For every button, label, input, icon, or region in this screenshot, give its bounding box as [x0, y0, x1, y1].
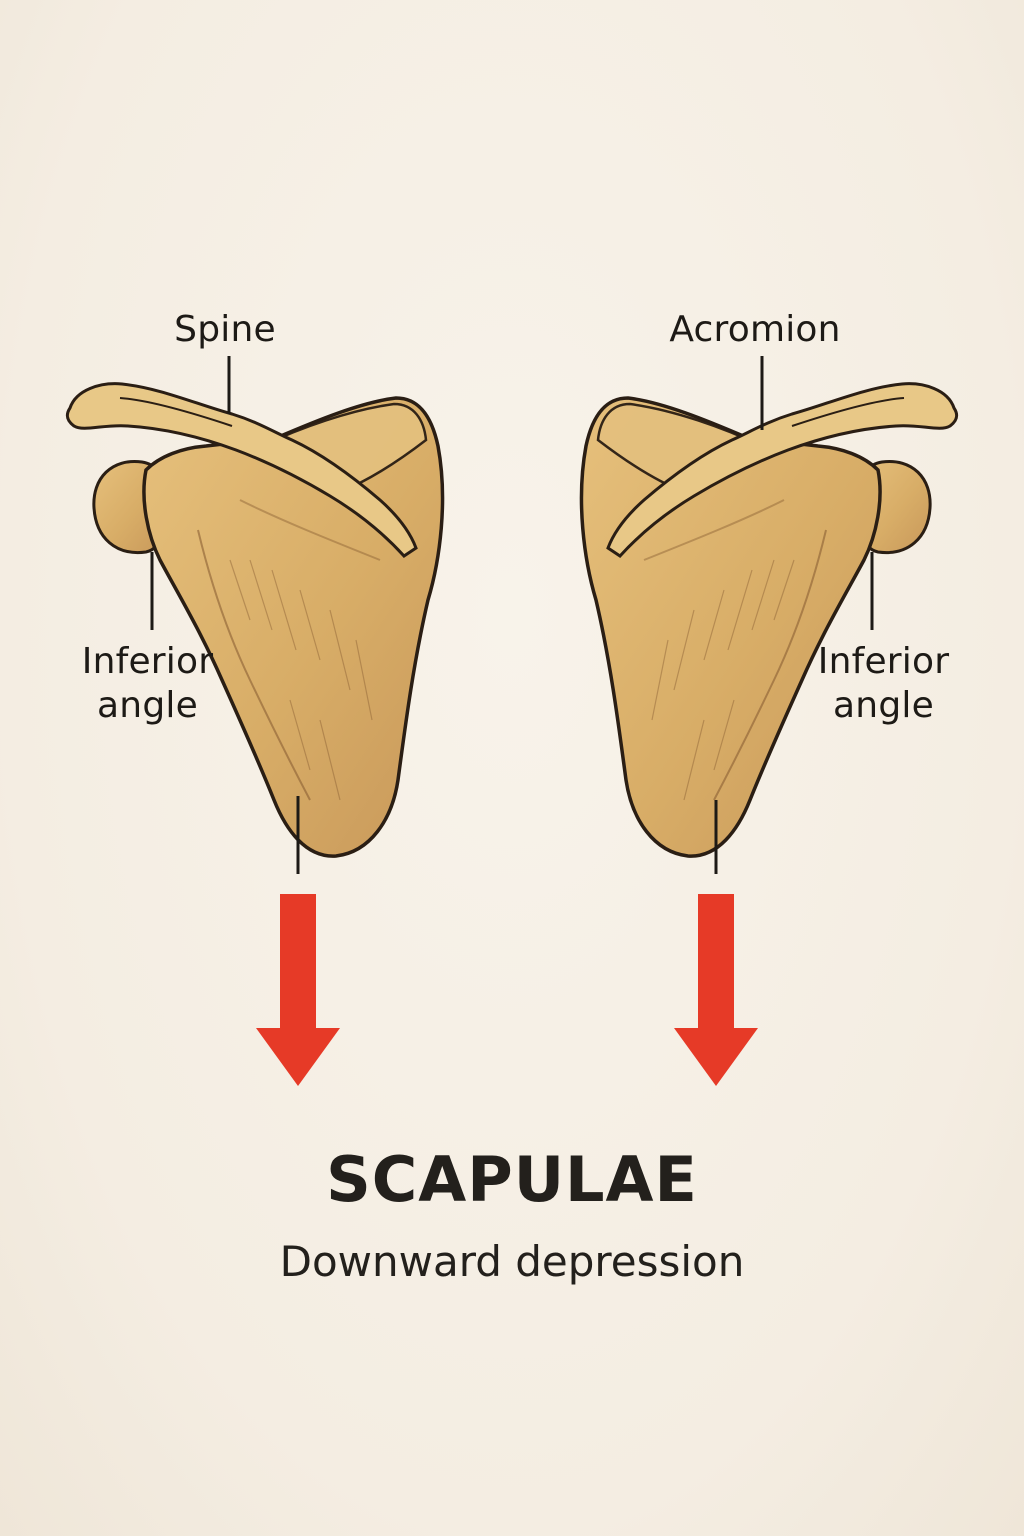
- inferior-angle-left-label: Inferior angle: [81, 641, 214, 726]
- page-title: SCAPULAE: [326, 1143, 698, 1216]
- acromion-label: Acromion: [669, 309, 841, 350]
- left-scapula-icon: [65, 382, 445, 858]
- page-subtitle: Downward depression: [279, 1237, 745, 1286]
- spine-label: Spine: [174, 309, 276, 350]
- down-arrow-icon: [674, 894, 758, 1086]
- down-arrow-icon: [256, 894, 340, 1086]
- right-scapula-icon: [579, 382, 959, 858]
- inferior-angle-right-label: Inferior angle: [817, 641, 950, 726]
